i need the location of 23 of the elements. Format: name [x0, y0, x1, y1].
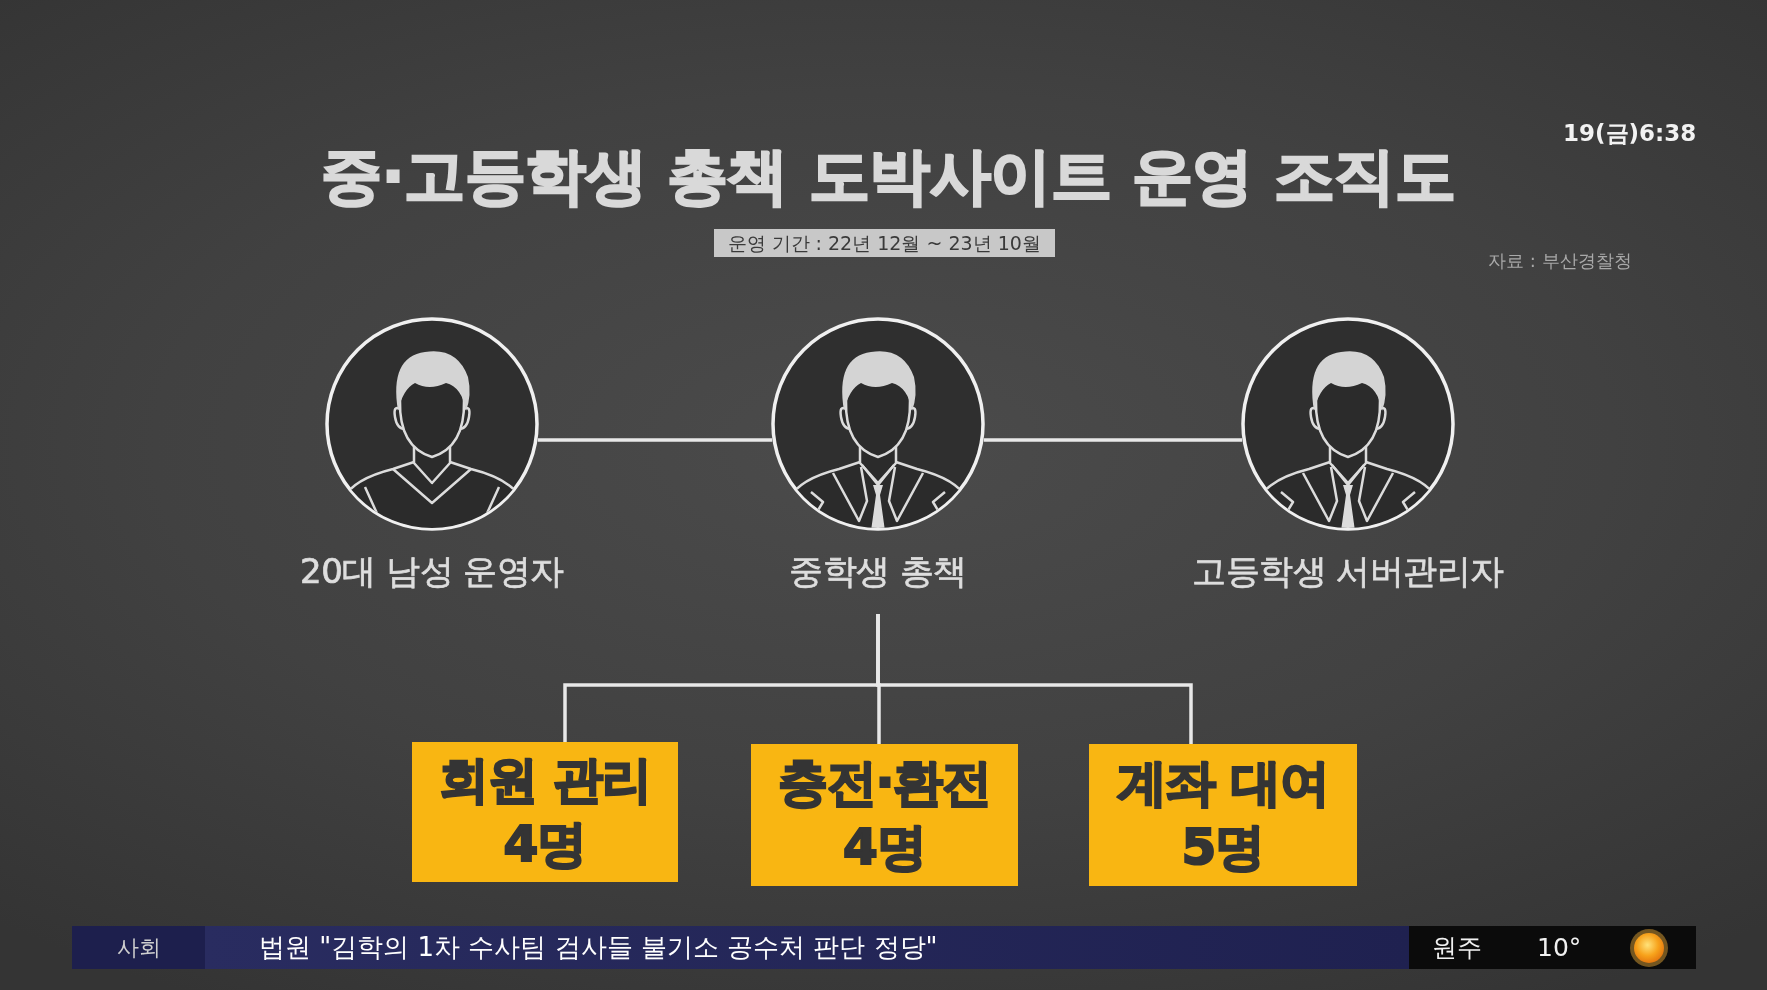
city-name: 원주 — [1432, 932, 1482, 964]
role-name: 회원 관리 — [438, 750, 652, 811]
clock-text: 19(금)6:38 — [1563, 118, 1697, 148]
person-label: 중학생 총책 — [789, 551, 967, 591]
source-note: 자료 : 부산경찰청 — [1488, 249, 1632, 273]
role-name: 충전·환전 — [777, 753, 992, 814]
person-label: 20대 남성 운영자 — [300, 551, 564, 591]
title: 중·고등학생 총책 도박사이트 운영 조직도 — [321, 141, 1456, 212]
connector-line — [876, 614, 1193, 744]
connector-line — [983, 438, 1243, 442]
headline-banner: 법원 "김학의 1차 수사팀 검사들 불기소 공수처 판단 정당" — [205, 926, 1409, 969]
temperature: 10° — [1537, 933, 1582, 962]
connector-line — [537, 438, 773, 442]
member-count: 5명 — [1181, 817, 1265, 878]
member-count: 4명 — [503, 814, 587, 875]
category-tag: 사회 — [72, 926, 205, 969]
role-name: 계좌 대여 — [1116, 753, 1330, 814]
role-box — [751, 744, 1018, 886]
role-box — [412, 742, 678, 882]
role-box — [1089, 744, 1357, 886]
member-count: 4명 — [843, 817, 926, 878]
person-label: 고등학생 서버관리자 — [1192, 551, 1504, 591]
period-tag: 운영 기간 : 22년 12월 ~ 23년 10월 — [713, 229, 1055, 257]
